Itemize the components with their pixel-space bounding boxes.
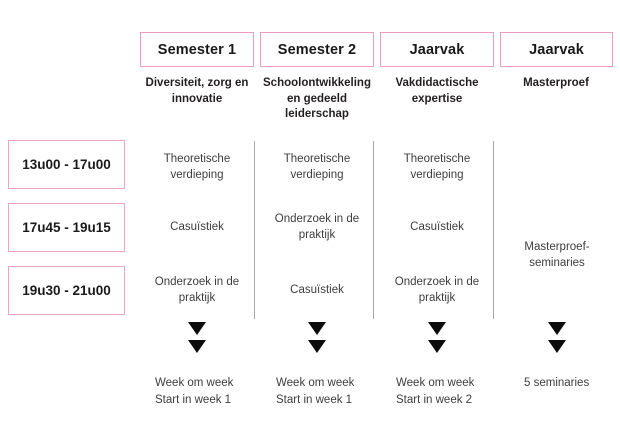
activity-cell-r1c3: Theoretische verdieping [403, 153, 471, 181]
course-badge-jaarvak-2: Jaarvak [500, 32, 613, 67]
course-badge-semester-1: Semester 1 [140, 32, 254, 67]
triangle-down-icon [308, 322, 326, 335]
triangle-down-icon [188, 322, 206, 335]
column-subtitle-3: Vakdidactische expertise [395, 77, 479, 105]
triangle-down-icon [308, 340, 326, 353]
time-slot-label: 13u00 - 17u00 [22, 157, 111, 172]
arrow-group-column-1 [177, 322, 217, 360]
activity-cell-r3c2: Casuïstiek [290, 284, 344, 296]
column-divider-2 [373, 141, 375, 319]
triangle-down-icon [548, 340, 566, 353]
time-slot-box-1: 13u00 - 17u00 [8, 140, 125, 189]
activity-cell-r2c3: Casuïstiek [410, 221, 464, 233]
activity-cell-r2c2: Onderzoek in de praktijk [274, 213, 360, 241]
activity-cell-masterproef: Masterproef- seminaries [524, 241, 590, 269]
footer-note-column-2: Week om week Start in week 1 [276, 377, 355, 406]
column-divider-1 [254, 141, 256, 319]
time-slot-box-2: 17u45 - 19u15 [8, 203, 125, 252]
column-subtitle-1: Diversiteit, zorg en innovatie [145, 77, 249, 105]
activity-cell-r3c3: Onderzoek in de praktijk [394, 276, 480, 304]
course-badge-semester-2: Semester 2 [260, 32, 374, 67]
column-divider-3 [493, 141, 495, 319]
arrow-group-column-4 [537, 322, 577, 360]
activity-cell-r2c1: Casuïstiek [170, 221, 224, 233]
triangle-down-icon [428, 322, 446, 335]
time-slot-box-3: 19u30 - 21u00 [8, 266, 125, 315]
activity-cell-r3c1: Onderzoek in de praktijk [154, 276, 240, 304]
footer-note-column-4: 5 seminaries [524, 377, 590, 389]
column-subtitle-2: Schoolontwikkeling en gedeeld leiderscha… [263, 77, 371, 120]
triangle-down-icon [188, 340, 206, 353]
triangle-down-icon [428, 340, 446, 353]
arrow-group-column-3 [417, 322, 457, 360]
course-badge-label: Semester 1 [157, 41, 237, 58]
activity-cell-r1c1: Theoretische verdieping [163, 153, 231, 181]
course-badge-jaarvak-1: Jaarvak [380, 32, 494, 67]
course-badge-label: Jaarvak [409, 41, 465, 58]
activity-cell-r1c2: Theoretische verdieping [283, 153, 351, 181]
time-slot-label: 19u30 - 21u00 [22, 283, 111, 298]
column-subtitle-4: Masterproef [523, 77, 589, 89]
triangle-down-icon [548, 322, 566, 335]
arrow-group-column-2 [297, 322, 337, 360]
time-slot-label: 17u45 - 19u15 [22, 220, 111, 235]
course-badge-label: Jaarvak [529, 41, 584, 58]
footer-note-column-1: Week om week Start in week 1 [155, 377, 234, 406]
course-badge-label: Semester 2 [277, 41, 357, 58]
footer-note-column-3: Week om week Start in week 2 [396, 377, 475, 406]
